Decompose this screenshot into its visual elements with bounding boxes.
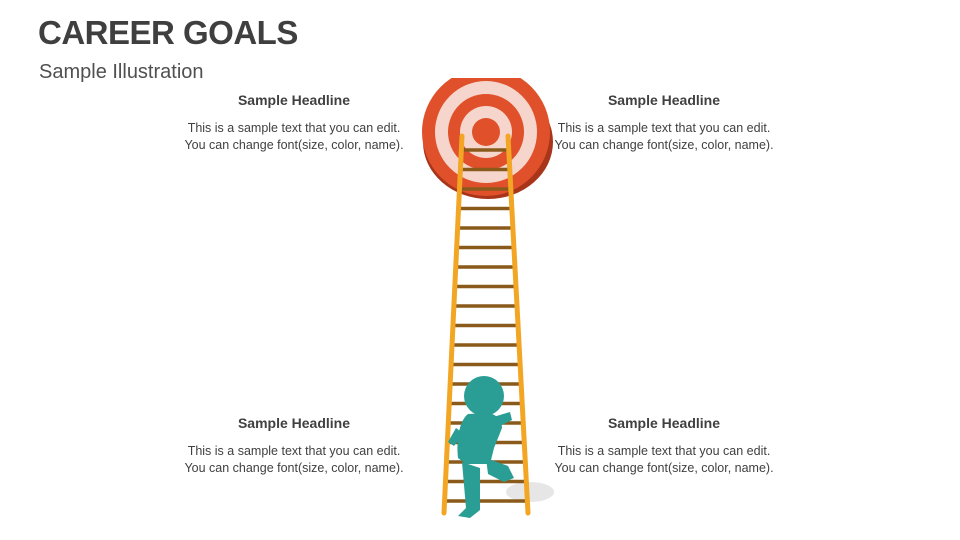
text-block-bottom-left: Sample Headline This is a sample text th…	[184, 415, 404, 477]
climbing-person-icon	[448, 376, 514, 518]
text-block-top-right: Sample Headline This is a sample text th…	[554, 92, 774, 154]
target-icon	[422, 78, 553, 199]
ladder-rail-left	[441, 133, 465, 516]
block-text: This is a sample text that you can edit.…	[184, 121, 404, 152]
block-text: This is a sample text that you can edit.…	[554, 121, 774, 152]
block-headline: Sample Headline	[237, 92, 351, 108]
career-ladder-illustration	[422, 78, 554, 518]
text-block-top-left: Sample Headline This is a sample text th…	[184, 92, 404, 154]
slide-subtitle: Sample Illustration	[39, 61, 204, 83]
block-text: This is a sample text that you can edit.…	[554, 444, 774, 475]
block-text: This is a sample text that you can edit.…	[184, 444, 404, 475]
slide-title: CAREER GOALS	[38, 14, 298, 51]
text-block-bottom-right: Sample Headline This is a sample text th…	[554, 415, 774, 477]
block-headline: Sample Headline	[607, 415, 721, 431]
block-headline: Sample Headline	[607, 92, 721, 108]
block-headline: Sample Headline	[237, 415, 351, 431]
ladder-rail-right	[505, 133, 531, 516]
